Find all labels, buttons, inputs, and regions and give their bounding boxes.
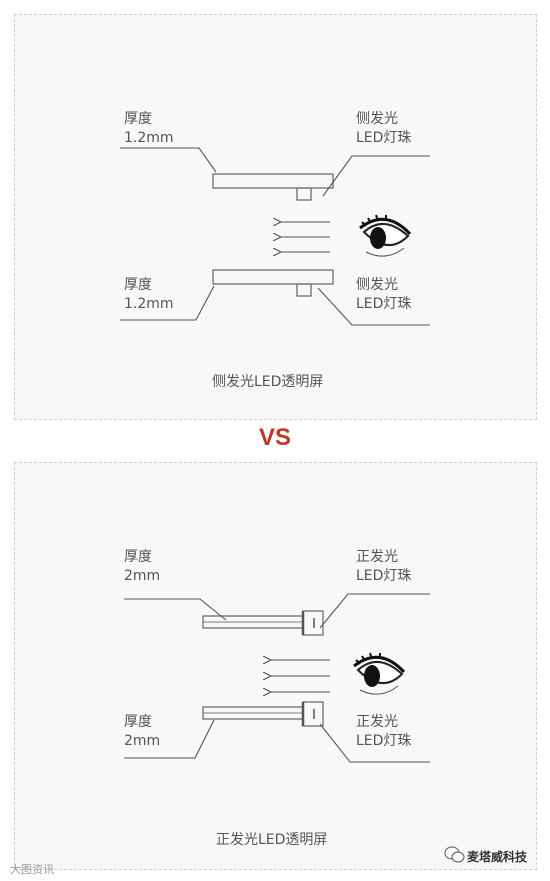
- led-type: 侧发光: [356, 111, 398, 127]
- bottom-upper-led-label: 正发光 LED灯珠: [356, 548, 411, 586]
- top-upper-led-label: 侧发光 LED灯珠: [356, 110, 411, 148]
- side-emitting-caption: 侧发光LED透明屏: [212, 374, 324, 390]
- front-emitting-caption: 正发光LED透明屏: [216, 832, 328, 848]
- thickness-value: 2mm: [124, 568, 161, 584]
- led-bead: LED灯珠: [356, 568, 412, 584]
- leader-line: [319, 723, 430, 763]
- thickness-title: 厚度: [124, 277, 152, 293]
- top-lower-screen: [120, 269, 430, 326]
- side-emitting-panel: [14, 14, 537, 420]
- led-bead: LED灯珠: [356, 296, 412, 312]
- bottom-light-arrows: [270, 660, 330, 692]
- led-bead: LED灯珠: [356, 130, 412, 146]
- leader-line: [124, 719, 215, 759]
- bottom-upper-thickness-label: 厚度 2mm: [124, 548, 160, 586]
- bottom-lower-led-label: 正发光 LED灯珠: [356, 713, 411, 751]
- top-lower-led-label: 侧发光 LED灯珠: [356, 276, 411, 314]
- thickness-title: 厚度: [124, 714, 152, 730]
- leader-line: [322, 155, 430, 197]
- led-type: 侧发光: [356, 277, 398, 293]
- vs-text: VS: [258, 424, 291, 451]
- led-bead-shape: [302, 701, 324, 727]
- leader-line: [120, 285, 215, 321]
- thickness-title: 厚度: [124, 549, 152, 565]
- led-bead-shape: [302, 610, 324, 636]
- led-bead-shape: [296, 283, 312, 297]
- leader-line: [120, 147, 217, 173]
- top-light-arrows: [280, 222, 330, 252]
- screen-plate: [212, 173, 334, 189]
- eye-icon: [353, 652, 406, 695]
- led-bead: LED灯珠: [356, 733, 412, 749]
- led-bead-shape: [296, 187, 312, 201]
- eye-icon: [359, 214, 412, 257]
- leader-line: [319, 593, 430, 629]
- bottom-lower-screen: [124, 701, 430, 763]
- left-watermark: 大图资讯: [10, 863, 54, 876]
- wechat-icon: [444, 846, 465, 863]
- top-upper-thickness-label: 厚度 1.2mm: [124, 110, 174, 148]
- bottom-lower-thickness-label: 厚度 2mm: [124, 713, 160, 751]
- leader-line: [317, 287, 430, 326]
- screen-plate: [212, 269, 334, 285]
- thickness-value: 1.2mm: [124, 296, 174, 312]
- thickness-value: 2mm: [124, 733, 161, 749]
- bottom-upper-screen: [124, 593, 430, 636]
- led-type: 正发光: [356, 714, 398, 730]
- brand-name: 麦塔威科技: [467, 850, 528, 864]
- led-type: 正发光: [356, 549, 398, 565]
- top-upper-screen: [120, 147, 430, 201]
- top-lower-thickness-label: 厚度 1.2mm: [124, 276, 174, 314]
- front-emitting-panel: [14, 462, 537, 870]
- thickness-title: 厚度: [124, 111, 152, 127]
- thickness-value: 1.2mm: [124, 130, 174, 146]
- leader-line: [124, 598, 227, 621]
